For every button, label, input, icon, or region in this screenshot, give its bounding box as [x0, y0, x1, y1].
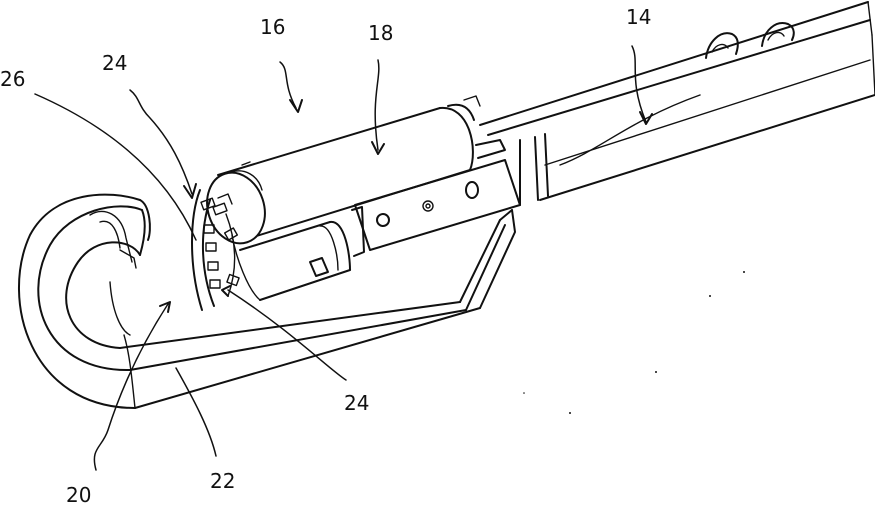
leader-18	[375, 60, 379, 150]
reference-numerals: 14 16 18 24 26 24 22 20	[0, 5, 651, 506]
ref-24-bottom: 24	[344, 391, 369, 415]
leader-24-top	[130, 90, 192, 194]
leader-22	[176, 368, 216, 456]
ref-16: 16	[260, 15, 285, 39]
ref-24-top: 24	[102, 51, 127, 75]
ref-14: 14	[626, 5, 651, 29]
ref-26: 26	[0, 67, 25, 91]
mounting-plate	[355, 160, 520, 250]
leader-20	[94, 304, 168, 470]
leader-16	[280, 62, 296, 108]
scan-specks	[523, 271, 745, 414]
hook-20	[19, 195, 150, 408]
leader-26	[35, 94, 196, 240]
ref-18: 18	[368, 21, 393, 45]
base-plate-22	[120, 210, 515, 408]
leader-14	[632, 46, 646, 122]
ref-22: 22	[210, 469, 235, 493]
shaft-14	[480, 2, 875, 205]
ref-20: 20	[66, 483, 91, 506]
